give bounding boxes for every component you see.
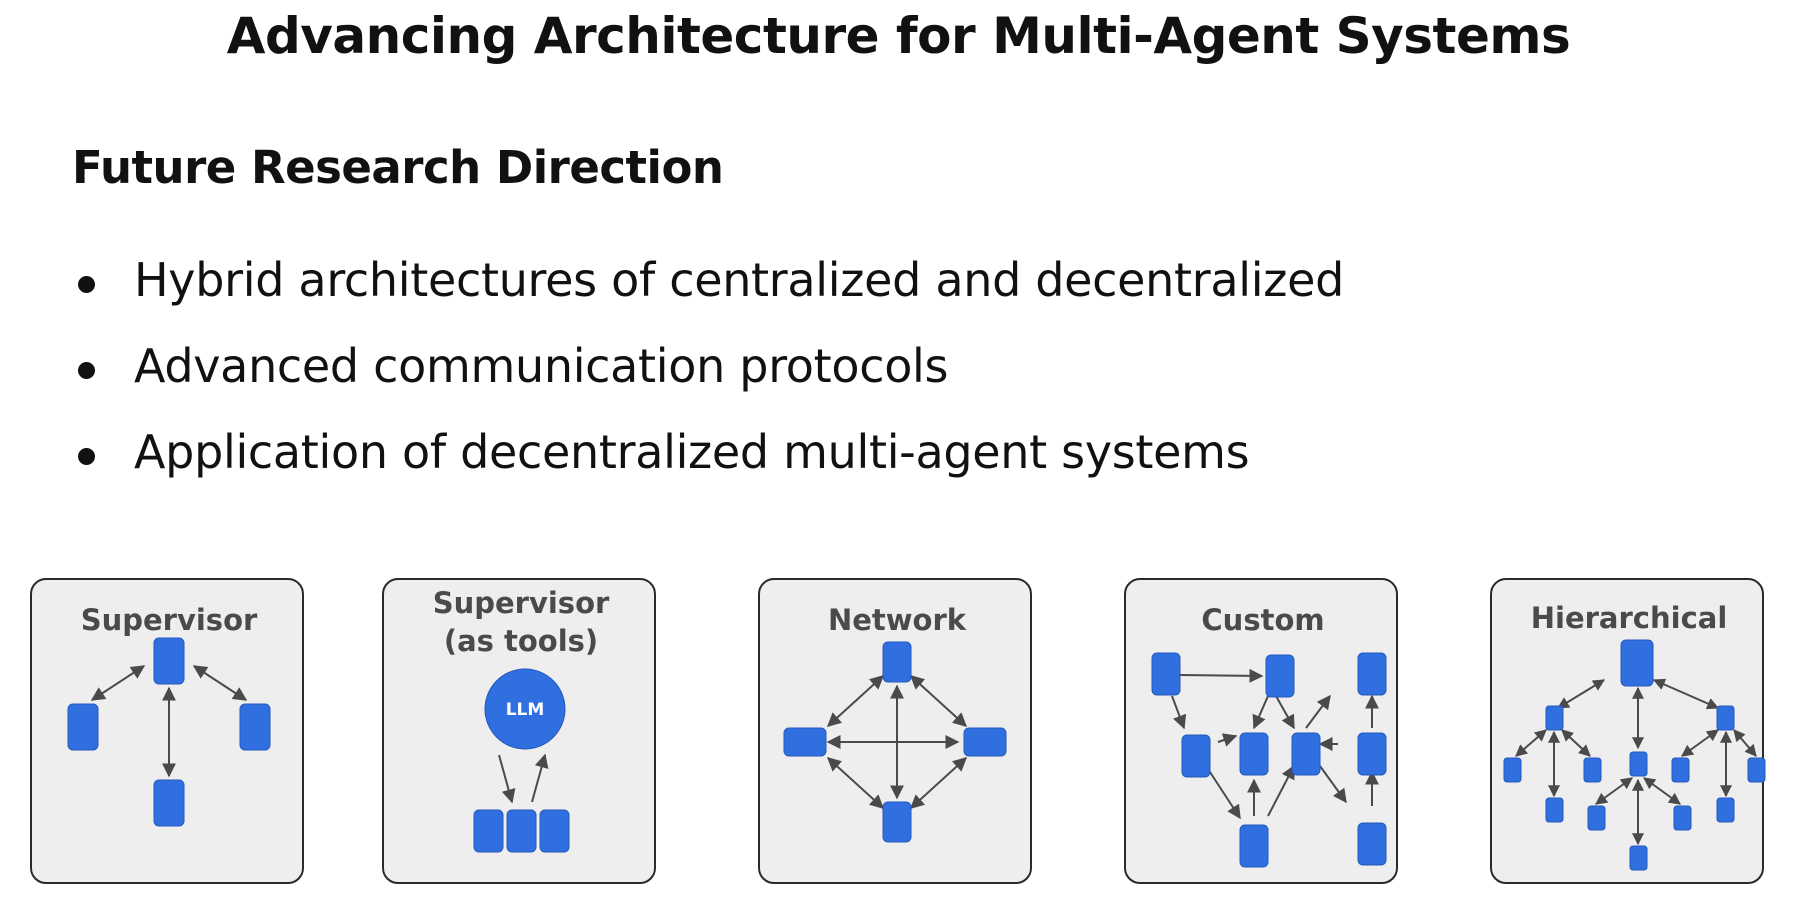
- arrow: [909, 757, 968, 809]
- bullet-list: Hybrid architectures of centralized and …: [72, 250, 1344, 508]
- arrow: [1515, 729, 1547, 757]
- arrow: [1171, 695, 1187, 730]
- arrow: [1561, 729, 1591, 757]
- agent-node: [1545, 797, 1564, 823]
- card-title: Network: [828, 603, 967, 637]
- agent-node: [1671, 757, 1690, 783]
- arrow: [1319, 765, 1347, 804]
- llm-node: [484, 668, 566, 750]
- arrow: [498, 754, 516, 804]
- arrow: [1217, 733, 1238, 747]
- arrow: [1556, 679, 1606, 709]
- agent-node: [1716, 797, 1735, 823]
- bullet-item: Application of decentralized multi-agent…: [72, 422, 1344, 508]
- arrow: [192, 665, 248, 701]
- supervisor-node: [153, 637, 185, 685]
- bullet-item: Advanced communication protocols: [72, 336, 1344, 422]
- supervisor-node: [1716, 705, 1735, 731]
- slide-title: Advancing Architecture for Multi-Agent S…: [226, 7, 1571, 65]
- card-title: Custom: [1201, 603, 1324, 637]
- agent-node: [1239, 732, 1269, 776]
- arrow: [90, 665, 146, 701]
- agent-node: [1357, 732, 1387, 776]
- agent-node: [1239, 824, 1269, 868]
- agent-node: [1587, 805, 1606, 831]
- arrow: [1652, 678, 1720, 710]
- card-title: Supervisor: [81, 603, 258, 637]
- agent-node: [153, 779, 185, 827]
- arrow: [826, 757, 885, 809]
- bullet-text: Hybrid architectures of centralized and …: [134, 253, 1344, 307]
- supervisor-as-tools-diagram: Supervisor (as tools) LLM: [433, 586, 610, 853]
- hierarchical-card: Hierarchical: [1490, 578, 1766, 884]
- arrow: [1595, 777, 1633, 805]
- card-title: Supervisor: [433, 586, 610, 620]
- custom-card: Custom: [1124, 578, 1398, 884]
- agent-node: [882, 641, 912, 683]
- section-heading: Future Research Direction: [72, 141, 724, 194]
- card-subtitle: (as tools): [444, 624, 598, 658]
- bullet-text: Application of decentralized multi-agent…: [134, 425, 1250, 479]
- agent-node: [1503, 757, 1522, 783]
- supervisor-diagram: Supervisor: [67, 603, 271, 827]
- arrow: [1252, 695, 1269, 730]
- supervisor-as-tools-card: Supervisor (as tools) LLM: [382, 578, 656, 884]
- agent-node: [239, 703, 271, 751]
- agent-node: [1357, 822, 1387, 866]
- arrow: [1275, 695, 1295, 730]
- arrow: [1267, 764, 1295, 817]
- tool-node: [473, 809, 504, 853]
- arrow: [909, 675, 968, 727]
- agent-node: [1181, 734, 1211, 778]
- bullet-dot-icon: [78, 362, 95, 379]
- agent-node: [1747, 757, 1766, 783]
- agent-node: [1291, 732, 1321, 776]
- arrow: [1733, 729, 1757, 757]
- tool-node: [506, 809, 537, 853]
- arrow: [1643, 777, 1681, 805]
- agent-node: [67, 703, 99, 751]
- bullet-text: Advanced communication protocols: [134, 339, 949, 393]
- tool-node: [539, 809, 570, 853]
- supervisor-card: Supervisor: [30, 578, 304, 884]
- supervisor-node: [1629, 751, 1648, 777]
- arrow: [1305, 694, 1331, 729]
- architecture-diagrams: Supervisor Supervisor (as tools) LLM: [0, 570, 1797, 899]
- arrow: [1681, 729, 1719, 757]
- agent-node: [963, 727, 1007, 757]
- card-title: Hierarchical: [1531, 601, 1728, 635]
- agent-node: [783, 727, 827, 757]
- bullet-dot-icon: [78, 276, 95, 293]
- agent-node: [1357, 652, 1387, 696]
- agent-node: [882, 801, 912, 843]
- arrow: [531, 753, 549, 803]
- bullet-dot-icon: [78, 448, 95, 465]
- agent-node: [1673, 805, 1692, 831]
- agent-node: [1629, 845, 1648, 871]
- arrow: [826, 675, 885, 727]
- bullet-item: Hybrid architectures of centralized and …: [72, 250, 1344, 336]
- arrow: [1179, 668, 1264, 683]
- llm-label: LLM: [506, 700, 545, 720]
- network-diagram: Network: [783, 603, 1007, 843]
- custom-diagram: Custom: [1151, 603, 1387, 868]
- supervisor-node: [1545, 705, 1564, 731]
- root-node: [1620, 639, 1654, 687]
- network-card: Network: [758, 578, 1032, 884]
- agent-node: [1265, 654, 1295, 698]
- agent-node: [1583, 757, 1602, 783]
- arrow: [1205, 765, 1241, 820]
- agent-node: [1151, 652, 1181, 696]
- hierarchical-diagram: Hierarchical: [1503, 601, 1766, 871]
